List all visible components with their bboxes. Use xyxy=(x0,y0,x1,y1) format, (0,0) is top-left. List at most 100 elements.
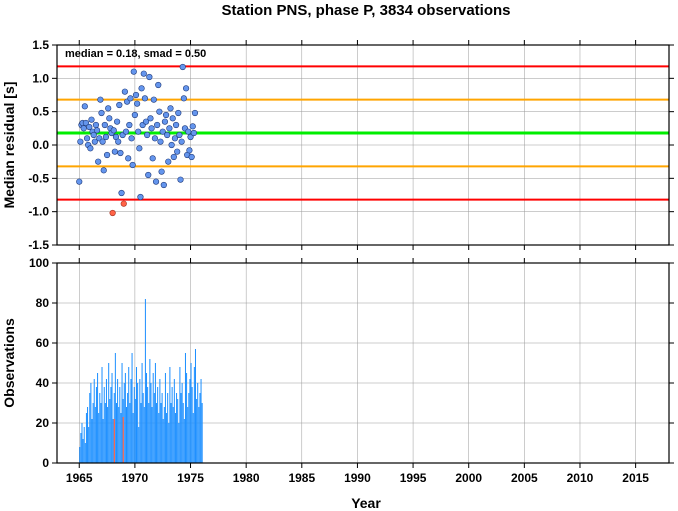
residual-y-tick-label: 1.0 xyxy=(32,71,49,85)
residual-point xyxy=(151,135,159,142)
observation-bar xyxy=(98,413,100,463)
observation-bar xyxy=(198,407,200,463)
year-x-tick-label: 1990 xyxy=(344,471,371,485)
residual-point xyxy=(102,133,110,141)
residual-outlier-point xyxy=(120,200,127,207)
observation-bar xyxy=(200,379,202,463)
observation-bar xyxy=(136,367,138,463)
observation-bar xyxy=(80,433,82,463)
observation-bar xyxy=(160,403,162,463)
observation-bar xyxy=(191,387,193,463)
observation-bar xyxy=(173,379,175,463)
observations-y-tick-label: 20 xyxy=(36,416,50,430)
residual-point xyxy=(127,95,134,102)
residual-point xyxy=(76,178,83,185)
residual-point xyxy=(160,181,167,189)
residual-point xyxy=(111,148,118,155)
observation-bar xyxy=(177,399,179,463)
observation-bar xyxy=(107,407,109,463)
observation-bar xyxy=(84,443,86,463)
residual-point xyxy=(146,73,153,81)
observation-bar xyxy=(164,373,166,463)
observation-bar xyxy=(127,393,129,463)
residual-point xyxy=(80,125,87,132)
observation-bar xyxy=(168,423,170,463)
residual-point xyxy=(81,103,88,110)
residual-points xyxy=(76,63,199,217)
observation-bar xyxy=(121,363,123,463)
year-x-tick-label: 2000 xyxy=(455,471,482,485)
observation-bar xyxy=(91,419,93,463)
observation-bar xyxy=(105,379,107,463)
residual-point xyxy=(130,68,137,75)
observation-bar xyxy=(193,367,195,463)
residual-point xyxy=(118,189,125,197)
residual-point xyxy=(113,118,121,125)
residual-point xyxy=(141,95,149,102)
residual-point xyxy=(106,115,113,122)
observation-bar xyxy=(146,373,148,463)
observation-bar xyxy=(120,413,122,463)
observation-bar xyxy=(130,379,132,463)
residual-point xyxy=(87,145,94,152)
observation-bar xyxy=(87,407,89,463)
observation-bar xyxy=(82,439,84,463)
residual-point xyxy=(157,138,164,145)
observation-bar xyxy=(81,423,83,463)
observation-bar xyxy=(108,363,110,463)
residual-point xyxy=(126,121,133,129)
residual-point xyxy=(155,81,162,89)
residual-panel: 1.51.00.50.0-0.5-1.0-1.5 median = 0.18, … xyxy=(1,38,674,252)
observations-y-tick-label: 60 xyxy=(36,336,50,350)
observation-bar xyxy=(152,373,154,463)
observation-bar xyxy=(153,393,155,463)
observation-bar xyxy=(166,413,168,463)
observation-bar xyxy=(97,373,99,463)
residual-point xyxy=(170,153,177,161)
observation-bar xyxy=(163,407,165,463)
residual-point xyxy=(99,138,106,145)
residual-point xyxy=(93,127,101,134)
residual-point xyxy=(116,101,123,109)
observation-bar xyxy=(93,379,95,463)
observation-bar xyxy=(174,413,176,463)
year-x-axis-label: Year xyxy=(351,495,381,511)
residual-point xyxy=(171,135,179,142)
residual-point xyxy=(169,115,176,122)
observation-bar xyxy=(138,427,140,463)
year-x-tick-label: 1965 xyxy=(66,471,93,485)
observation-bar xyxy=(95,387,97,463)
residual-point xyxy=(172,121,180,129)
residual-point xyxy=(121,88,128,95)
residual-point xyxy=(98,109,105,117)
residual-point xyxy=(145,171,152,179)
year-x-tick-label: 2015 xyxy=(622,471,649,485)
observation-bar xyxy=(131,353,133,463)
observation-bar xyxy=(139,379,141,463)
observation-bar xyxy=(141,363,143,463)
observation-bar xyxy=(189,379,191,463)
year-x-tick-label: 1995 xyxy=(400,471,427,485)
residual-reference-lines xyxy=(57,65,669,201)
residual-y-tick-label: 1.5 xyxy=(32,38,49,52)
residual-point xyxy=(90,131,97,139)
observation-bar xyxy=(100,403,102,463)
residual-point xyxy=(100,167,107,174)
residual-point xyxy=(156,108,163,115)
residual-point xyxy=(117,149,124,157)
residual-point xyxy=(122,128,130,135)
residual-point xyxy=(164,131,171,139)
residual-point xyxy=(97,96,104,103)
residual-y-axis-label: Median residual [s] xyxy=(1,82,17,209)
observation-bar xyxy=(117,379,119,463)
residual-point xyxy=(110,127,117,134)
observation-bar xyxy=(137,383,139,463)
residual-point xyxy=(115,138,122,145)
observations-y-axis-label: Observations xyxy=(1,318,17,408)
observation-bar xyxy=(184,353,186,463)
residual-point xyxy=(154,121,161,129)
residual-point xyxy=(86,123,93,131)
observation-bar xyxy=(94,407,96,463)
